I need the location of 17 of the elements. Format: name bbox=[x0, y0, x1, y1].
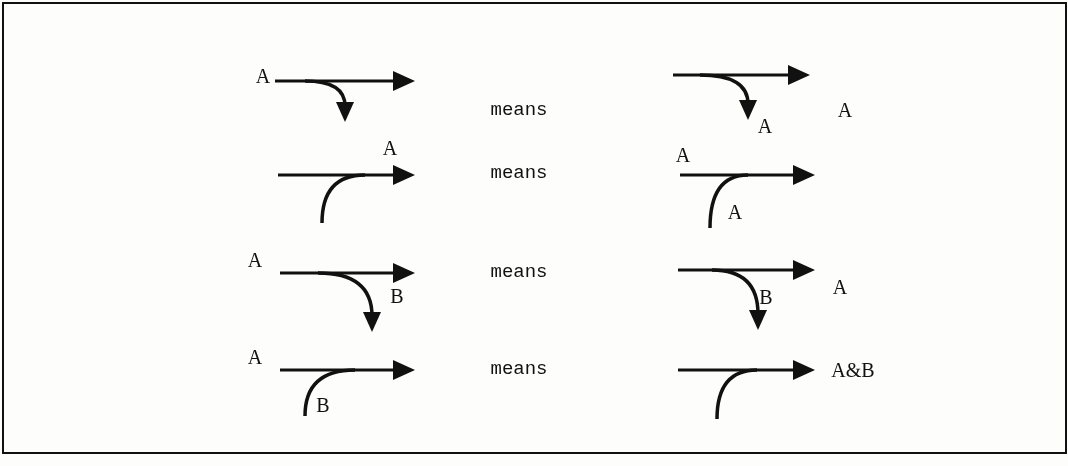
means-text: means bbox=[490, 162, 548, 184]
signal-label: B bbox=[316, 394, 330, 416]
signal-label: A&B bbox=[831, 359, 875, 381]
signal-label: B bbox=[759, 286, 773, 308]
signal-label: A bbox=[727, 201, 743, 223]
signal-label: A bbox=[837, 99, 853, 121]
signal-label: B bbox=[390, 285, 404, 307]
signal-label: A bbox=[247, 346, 263, 368]
signal-label: A bbox=[757, 115, 773, 137]
signal-label: A bbox=[382, 137, 398, 159]
signal-label: A bbox=[247, 249, 263, 271]
means-text: means bbox=[490, 358, 548, 380]
means-text: means bbox=[490, 261, 548, 283]
signal-label: A bbox=[675, 144, 691, 166]
signal-label: A bbox=[255, 65, 271, 87]
signal-label: A bbox=[832, 276, 848, 298]
means-text: means bbox=[490, 99, 548, 121]
